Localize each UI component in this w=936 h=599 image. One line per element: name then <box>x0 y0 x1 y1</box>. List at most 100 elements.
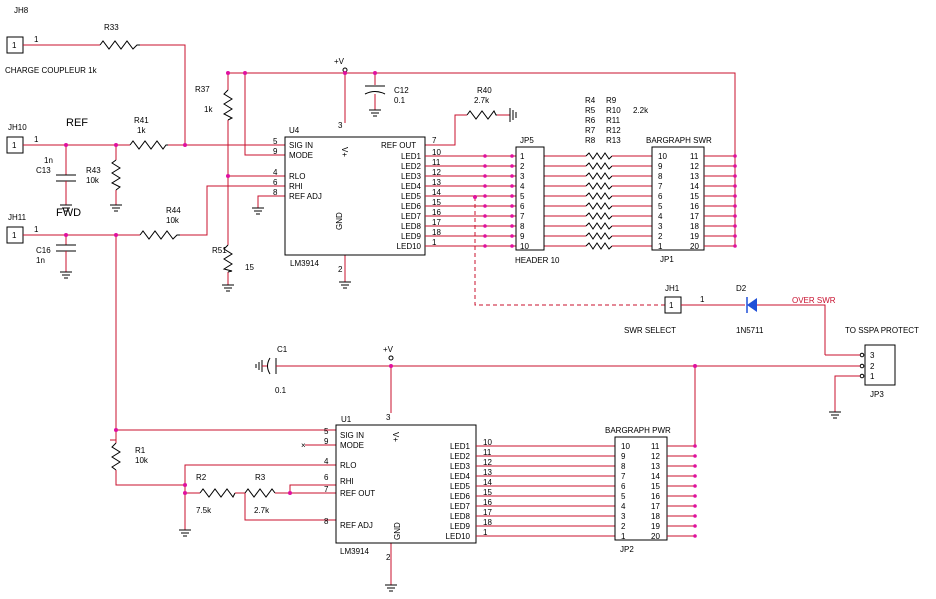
jp3-pin-terminal <box>859 373 865 379</box>
array-resistor-element <box>585 192 613 200</box>
jh11-pin-no: 1 <box>34 225 39 234</box>
jp5-pin-number: 4 <box>520 182 525 191</box>
swr-right-pin: 17 <box>690 212 699 221</box>
swr-right-pin: 14 <box>690 182 699 191</box>
u4-gnd-pin: 2 <box>338 265 343 274</box>
r41-resistor <box>129 140 168 150</box>
jp5-pin-number: 10 <box>520 242 529 251</box>
u4-pin-number: 6 <box>273 178 278 187</box>
net-junction <box>693 484 697 488</box>
fwd-net-label: FWD <box>56 207 81 219</box>
net-junction <box>733 184 737 188</box>
net-junction <box>483 224 487 228</box>
array-resistor-ref: R8 <box>585 136 596 145</box>
c1-ground <box>255 360 267 372</box>
u1-mode-nc: × <box>301 441 306 450</box>
net-junction <box>733 244 737 248</box>
r37-value: 1k <box>204 105 213 114</box>
swr-right-pin: 18 <box>690 222 699 231</box>
pwr-right-pin: 13 <box>651 462 660 471</box>
jh11-ref: JH11 <box>8 213 27 222</box>
ref-net-label: REF <box>66 117 88 129</box>
jp3-pin-terminal <box>859 352 865 358</box>
u1-pin-number: 8 <box>324 517 329 526</box>
u4-led-label: LED3 <box>401 172 422 181</box>
jp5-header[interactable] <box>515 146 545 251</box>
net-junction <box>693 534 697 538</box>
pwr-left-pin: 7 <box>621 472 626 481</box>
u4-ic[interactable] <box>284 136 426 256</box>
r43-value: 10k <box>86 176 100 185</box>
c12-capacitor <box>364 85 386 102</box>
u1-ic[interactable] <box>335 424 477 544</box>
c1-ref: C1 <box>277 345 288 354</box>
array-resistor-ref: R6 <box>585 116 596 125</box>
pwr-left-pin: 5 <box>621 492 626 501</box>
u4-led-label: LED10 <box>397 242 422 251</box>
net-junction <box>510 244 514 248</box>
jh11-pin-label: 1 <box>12 231 17 240</box>
u4-ref-out-label: REF OUT <box>381 141 416 150</box>
u1-led-label: LED4 <box>450 472 471 481</box>
array-resistor-element <box>585 232 613 240</box>
u1-pin-name: RHI <box>340 477 354 486</box>
pwr-right-pin: 12 <box>651 452 660 461</box>
u1-pin-name: RLO <box>340 461 356 470</box>
r44-ref: R44 <box>166 206 181 215</box>
bargraph-pwr[interactable] <box>614 436 668 541</box>
u1-led-label: LED10 <box>446 532 471 541</box>
array-resistor-ref: R10 <box>606 106 621 115</box>
u1-led-label: LED3 <box>450 462 471 471</box>
pwr-right-pin: 11 <box>651 442 660 451</box>
jp5-pin-number: 7 <box>520 212 525 221</box>
u1-part: LM3914 <box>340 547 369 556</box>
swr-left-pin: 5 <box>658 202 663 211</box>
u1-vplus-pin: 3 <box>386 413 391 422</box>
r3-ref: R3 <box>255 473 266 482</box>
u1-led-label: LED1 <box>450 442 471 451</box>
array-resistor-ref: R5 <box>585 106 596 115</box>
bargraph-pwr-title: BARGRAPH PWR <box>605 426 671 435</box>
pwr-left-pin: 2 <box>621 522 626 531</box>
pwr-right-pin: 16 <box>651 492 660 501</box>
c16-value: 1n <box>36 256 45 265</box>
jp5-pin-number: 9 <box>520 232 525 241</box>
swr-right-pin: 15 <box>690 192 699 201</box>
u4-led-pin: 13 <box>432 178 441 187</box>
u1-ref: U1 <box>341 415 352 424</box>
net-junction <box>183 143 187 147</box>
net-junction <box>483 194 487 198</box>
u1-led-pin: 11 <box>483 448 492 457</box>
resistor-array-symbols <box>585 152 652 250</box>
vplus-top-label: +V <box>334 57 345 66</box>
jp3-pin1-wire <box>834 375 860 412</box>
swr-left-pin: 6 <box>658 192 663 201</box>
c13-value: 1n <box>44 156 53 165</box>
pwr-left-pin: 3 <box>621 512 626 521</box>
bargraph-swr[interactable] <box>651 146 705 251</box>
u1-pin-number: 4 <box>324 457 329 466</box>
u1-pin-number: 5 <box>324 427 329 436</box>
u1-pin-name: REF ADJ <box>340 521 373 530</box>
u4-ref-out-pin: 7 <box>432 136 437 145</box>
r3-value: 2.7k <box>254 506 270 515</box>
d2-diode[interactable] <box>746 297 757 313</box>
jp3-connector[interactable] <box>864 344 896 386</box>
net-junction <box>693 494 697 498</box>
pwr-left-pin: 1 <box>621 532 626 541</box>
u4-led-label: LED5 <box>401 192 422 201</box>
c13-capacitor <box>56 174 76 193</box>
array-resistor-element <box>585 162 613 170</box>
jp5-pin-number: 2 <box>520 162 525 171</box>
net-junction <box>510 164 514 168</box>
array-resistor-element <box>585 242 613 250</box>
u4-led-label: LED1 <box>401 152 422 161</box>
u1-pin-number: 7 <box>324 485 329 494</box>
net-junction <box>510 184 514 188</box>
array-resistor-ref: R4 <box>585 96 596 105</box>
